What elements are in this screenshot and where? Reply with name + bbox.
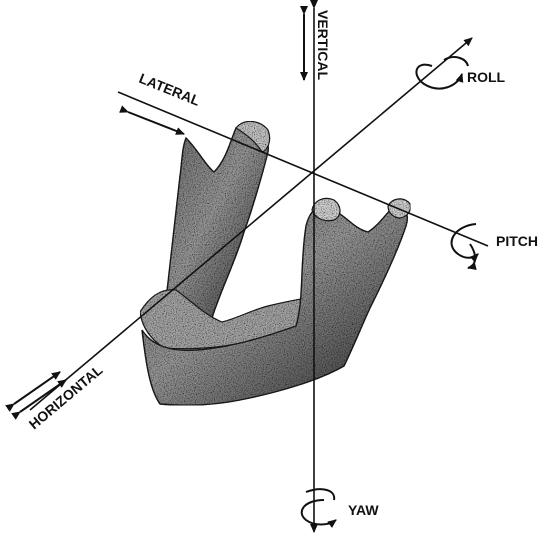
label-pitch: PITCH: [496, 233, 538, 249]
lateral-axis: [118, 92, 488, 246]
rotation-arrow-icon: [452, 224, 478, 268]
label-vertical: VERTICAL: [315, 10, 331, 80]
rotation-arrow-icon: [416, 57, 468, 88]
label-roll: ROLL: [467, 69, 506, 85]
mandible-illustration: [140, 121, 410, 405]
label-horizontal: HORIZONTAL: [26, 361, 106, 432]
rotation-arrow-icon: [302, 489, 336, 524]
label-yaw: YAW: [348, 502, 379, 518]
